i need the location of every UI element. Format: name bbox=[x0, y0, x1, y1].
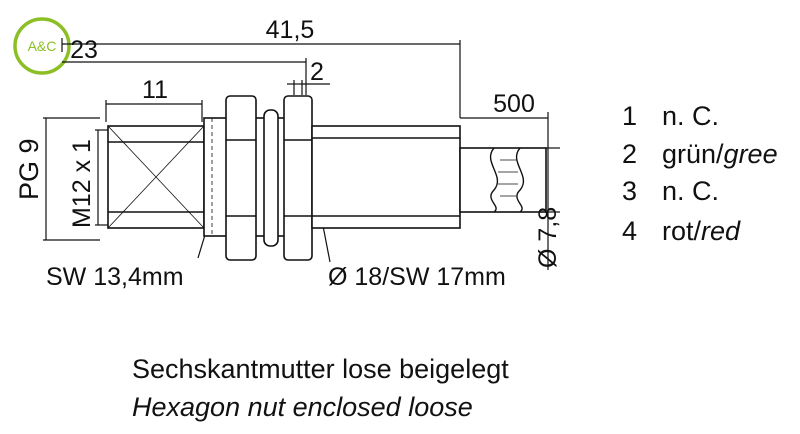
logo: A&C bbox=[13, 17, 71, 75]
panel-nut bbox=[283, 95, 313, 261]
logo-ring bbox=[13, 17, 71, 75]
cable bbox=[459, 147, 547, 213]
pin-number: 1 bbox=[622, 101, 637, 131]
dim-hex-left: SW 13,4mm bbox=[46, 263, 184, 291]
dim-cable-length: 500 bbox=[493, 90, 535, 118]
pin-label: grün/gree bbox=[662, 139, 778, 169]
pin-number: 3 bbox=[622, 176, 637, 206]
rear-housing bbox=[311, 125, 461, 229]
hex-nut bbox=[225, 95, 257, 261]
pin-label: rot/red bbox=[662, 216, 741, 246]
dim-gap: 2 bbox=[310, 58, 324, 86]
dim-left-length: 23 bbox=[70, 36, 98, 64]
pin-label: n. C. bbox=[662, 176, 719, 206]
pin-list: 1 n. C. 2 grün/gree 3 n. C. 4 rot/red bbox=[622, 101, 778, 246]
note-english: Hexagon nut enclosed loose bbox=[132, 392, 473, 422]
dim-hex-right: Ø 18/SW 17mm bbox=[328, 263, 506, 291]
dim-body-length: 11 bbox=[142, 76, 168, 104]
pin-label: n. C. bbox=[662, 101, 719, 131]
dim-cable-diameter: Ø 7,8 bbox=[534, 207, 562, 268]
note-german: Sechskantmutter lose beigelegt bbox=[132, 354, 509, 384]
logo-text: A&C bbox=[28, 38, 57, 54]
dim-total-length: 41,5 bbox=[266, 16, 315, 44]
pin-number: 2 bbox=[622, 139, 637, 169]
pin-number: 4 bbox=[622, 216, 637, 246]
dim-pg: PG 9 bbox=[14, 138, 44, 200]
dim-thread: M12 x 1 bbox=[68, 139, 96, 228]
o-ring bbox=[263, 109, 279, 247]
connector-body bbox=[107, 95, 547, 261]
cable-break bbox=[489, 147, 525, 213]
